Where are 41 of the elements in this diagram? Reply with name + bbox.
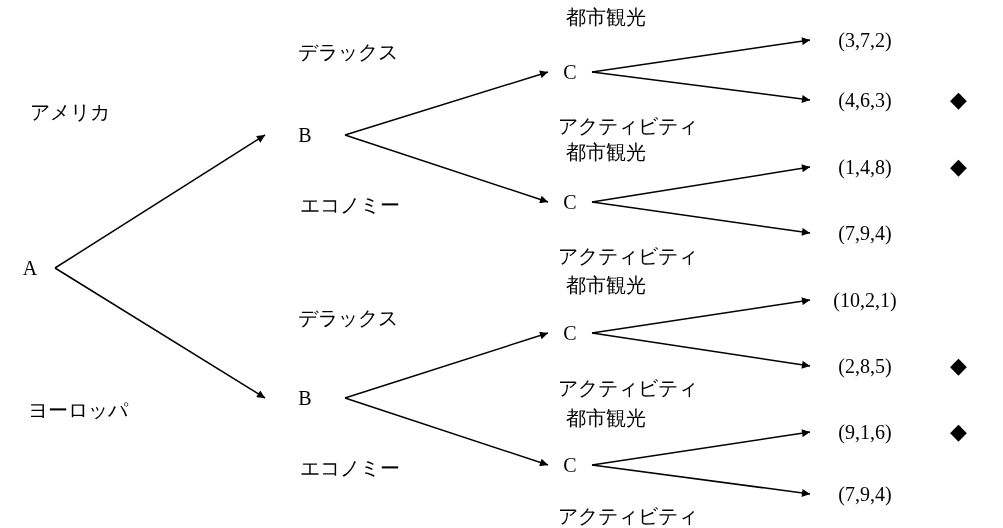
edge-label: 都市観光 xyxy=(566,6,646,28)
arrow xyxy=(591,71,811,103)
edge-label: ヨーロッパ xyxy=(28,399,128,421)
node-label: (1,4,8) xyxy=(838,155,892,179)
node-label: (7,9,4) xyxy=(838,221,892,245)
arrow xyxy=(54,267,266,399)
arrow xyxy=(344,134,549,204)
node-label: C xyxy=(563,453,577,477)
node-label: B xyxy=(298,386,312,410)
node-label: (2,8,5) xyxy=(838,354,892,378)
marker-symbol: ◆ xyxy=(950,154,967,180)
node-label: (9,1,6) xyxy=(838,420,892,444)
node-label: (3,7,2) xyxy=(838,28,892,52)
arrow xyxy=(591,164,811,203)
node-label: A xyxy=(22,256,38,280)
arrow xyxy=(591,464,811,497)
edge-label: 都市観光 xyxy=(566,141,646,163)
node-label: B xyxy=(298,123,312,147)
node-label: (10,2,1) xyxy=(833,288,897,312)
arrow xyxy=(591,201,811,236)
marker-symbol: ◆ xyxy=(950,353,967,379)
arrow xyxy=(344,331,549,399)
node-label: C xyxy=(563,321,577,345)
node-label: (7,9,4) xyxy=(838,482,892,506)
marker-symbol: ◆ xyxy=(950,87,967,113)
node-label: (4,6,3) xyxy=(838,88,892,112)
edge-label: アメリカ xyxy=(30,101,110,123)
edge-label: 都市観光 xyxy=(566,274,646,296)
edge-label: デラックス xyxy=(298,41,398,63)
arrow xyxy=(344,397,549,467)
arrow xyxy=(591,332,811,369)
marker-symbol: ◆ xyxy=(950,419,967,445)
edge-label: 都市観光 xyxy=(566,407,646,429)
arrow xyxy=(591,429,811,466)
arrow xyxy=(591,297,811,334)
node-label: C xyxy=(563,190,577,214)
arrow xyxy=(591,37,811,73)
arrow xyxy=(54,134,266,269)
node-label: C xyxy=(563,60,577,84)
arrow xyxy=(344,70,549,136)
edge-label: デラックス xyxy=(298,307,398,329)
